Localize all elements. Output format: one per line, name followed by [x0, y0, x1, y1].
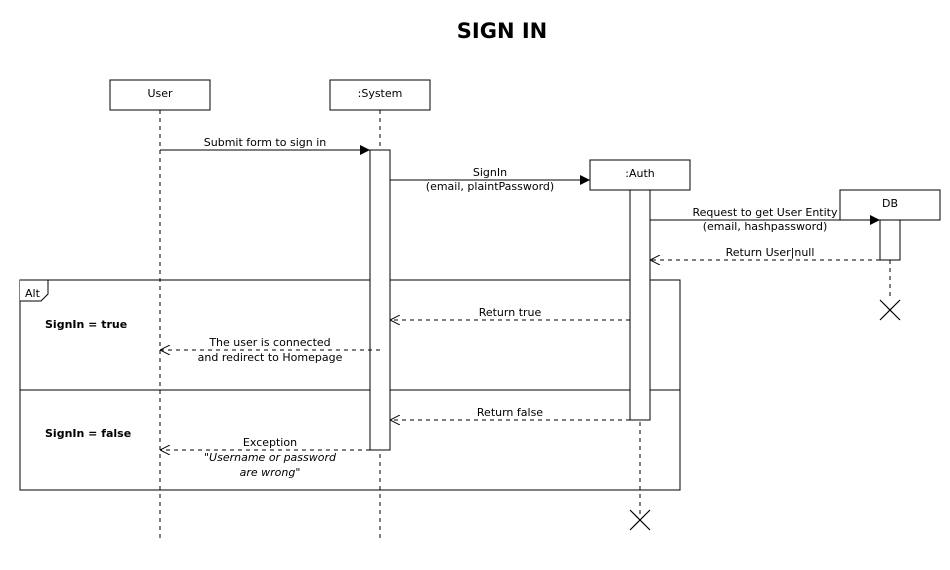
participant-user	[109, 79, 211, 111]
message-connected-label: The user is connected	[208, 336, 330, 349]
message-signin-label: SignIn	[473, 166, 507, 179]
message-return-user-label: Return User|null	[726, 246, 815, 259]
alt-fragment	[19, 279, 681, 491]
participant-system-label: :System	[358, 87, 403, 100]
participant-system	[329, 79, 431, 111]
message-request-params: (email, hashpassword)	[703, 220, 828, 233]
diagram-title: SIGN IN	[457, 19, 547, 43]
alt-label: Alt	[25, 287, 41, 300]
message-exception-detail-2: are wrong"	[240, 466, 301, 479]
destroy-db-icon	[879, 299, 901, 321]
message-connected-redirect: and redirect to Homepage	[198, 351, 343, 364]
guard-signin-true: SignIn = true	[45, 318, 127, 331]
message-signin-params: (email, plaintPassword)	[426, 180, 554, 193]
participant-auth-label: :Auth	[625, 167, 655, 180]
activation-db	[879, 219, 901, 261]
destroy-auth-icon	[629, 509, 651, 531]
guard-signin-false: SignIn = false	[45, 427, 131, 440]
message-return-false-label: Return false	[477, 406, 543, 419]
alt-fragment-tab	[20, 279, 49, 302]
activation-system	[369, 149, 391, 451]
participant-user-label: User	[147, 87, 173, 100]
message-request-label: Request to get User Entity	[693, 206, 838, 219]
activation-auth	[629, 189, 651, 421]
message-exception-detail-1: "Username or password	[204, 451, 337, 464]
participant-db-label: DB	[882, 197, 898, 210]
message-submit-label: Submit form to sign in	[204, 136, 326, 149]
message-return-true-label: Return true	[479, 306, 542, 319]
message-exception-label: Exception	[243, 436, 297, 449]
